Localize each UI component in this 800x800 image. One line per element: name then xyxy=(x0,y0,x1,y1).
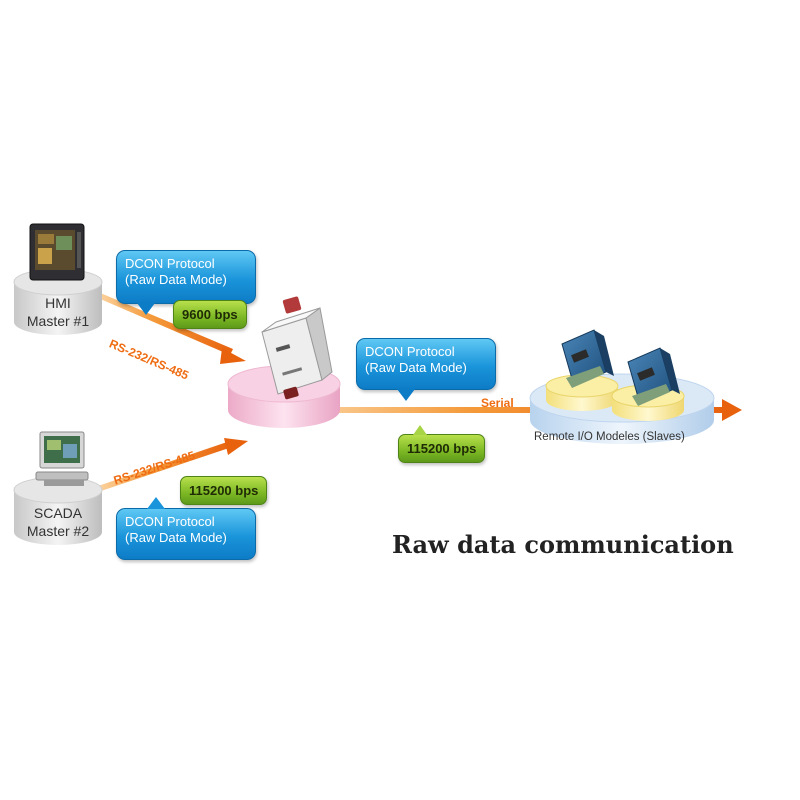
protocol-bubble-line1: DCON Protocol xyxy=(365,344,455,359)
speed-badge-serial: 115200 bps xyxy=(398,425,486,463)
protocol-bubble-scada: DCON Protocol (Raw Data Mode) xyxy=(116,497,256,560)
io-module-icon xyxy=(561,329,614,388)
hmi-master-line2: Master #1 xyxy=(26,313,90,329)
hmi-touch-panel-icon xyxy=(29,223,85,281)
protocol-bubble-line2: (Raw Data Mode) xyxy=(125,272,227,287)
arrow-gateway-to-slaves xyxy=(300,399,742,421)
protocol-bubble-line2: (Raw Data Mode) xyxy=(125,530,227,545)
slaves-label: Remote I/O Modeles (Slaves) xyxy=(534,431,685,443)
arrow-scada-to-gateway xyxy=(98,438,248,492)
scada-computer-icon xyxy=(35,431,89,486)
arrow-hmi-to-gateway xyxy=(98,292,246,364)
link-label-serial: Serial xyxy=(481,396,514,410)
io-module-icon xyxy=(627,347,680,406)
speed-badge-scada: 115200 bps xyxy=(180,476,268,505)
speed-badge-text: 9600 bps xyxy=(182,307,238,322)
scada-master-label: SCADA Master #2 xyxy=(14,504,102,540)
scada-master-line1: SCADA xyxy=(33,505,83,521)
diagram-title: Raw data communication xyxy=(392,530,734,559)
protocol-bubble-line1: DCON Protocol xyxy=(125,514,215,529)
gateway-converter-icon xyxy=(261,296,333,400)
speed-badge-hmi: 9600 bps xyxy=(173,300,247,329)
scada-master-line2: Master #2 xyxy=(26,523,90,539)
hmi-master-label: HMI Master #1 xyxy=(14,294,102,330)
speed-badge-text: 115200 bps xyxy=(189,483,259,498)
slave-base-1 xyxy=(545,374,619,411)
protocol-bubble-line1: DCON Protocol xyxy=(125,256,215,271)
hmi-master-line1: HMI xyxy=(45,295,71,311)
protocol-bubble-serial: DCON Protocol (Raw Data Mode) xyxy=(356,338,496,401)
protocol-bubble-line2: (Raw Data Mode) xyxy=(365,360,467,375)
speed-badge-text: 115200 bps xyxy=(407,441,477,456)
protocol-bubble-hmi: DCON Protocol (Raw Data Mode) xyxy=(116,250,256,315)
